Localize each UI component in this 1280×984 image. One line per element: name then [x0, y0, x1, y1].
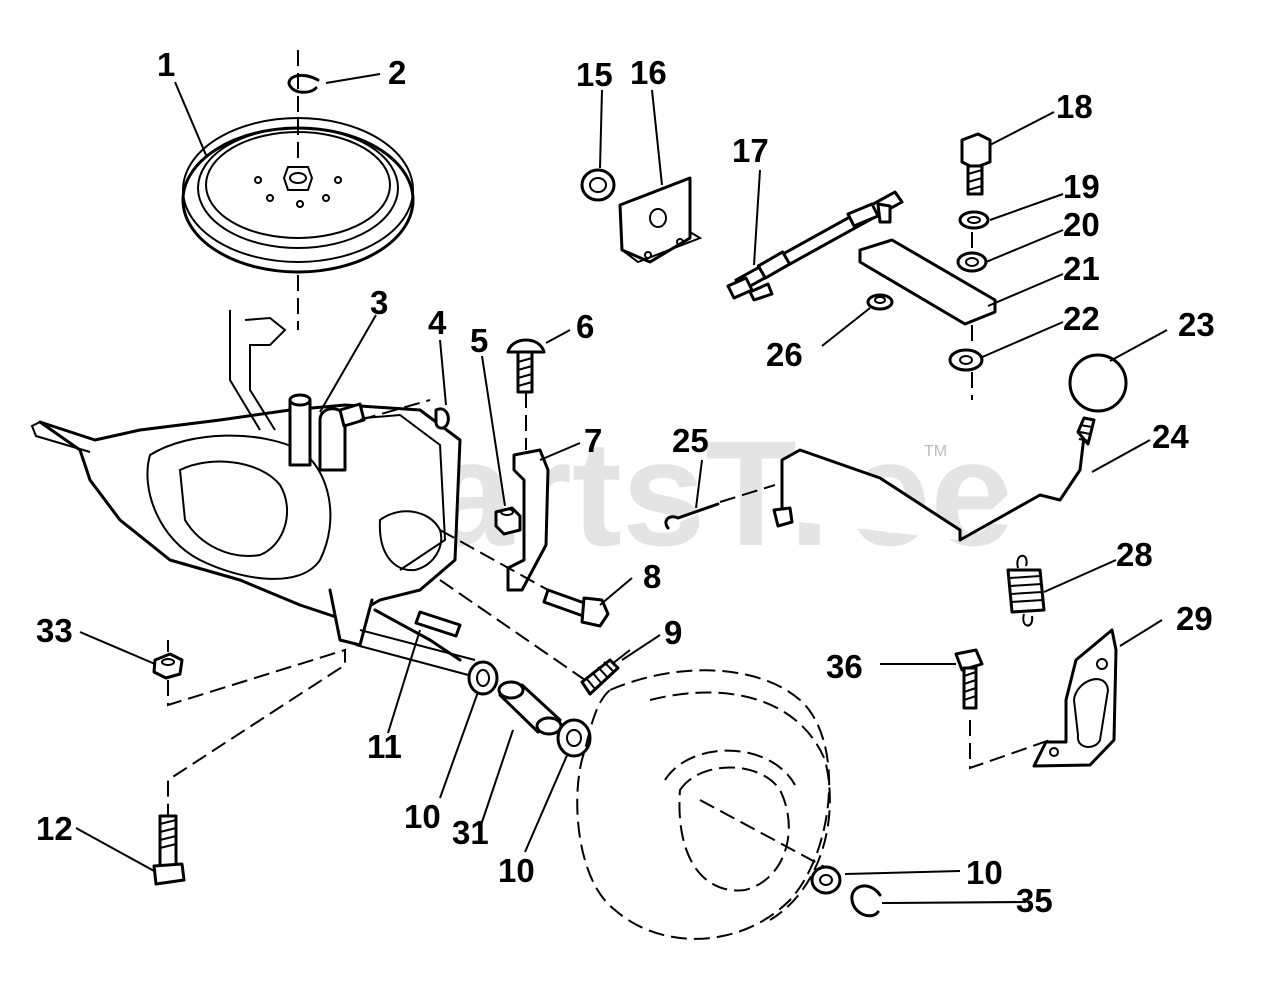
watermark-trademark: TM	[924, 443, 947, 460]
part-washer-10b[interactable]	[556, 718, 592, 758]
callout-31: 31	[452, 814, 489, 851]
part-rod-assembly-17[interactable]	[726, 190, 904, 302]
callout-15: 15	[576, 56, 613, 93]
callout-5: 5	[470, 322, 488, 359]
part-transaxle[interactable]	[30, 310, 462, 662]
callout-28: 28	[1116, 536, 1153, 573]
leader-lines	[75, 73, 1168, 904]
part-rear-tire[interactable]	[576, 669, 831, 940]
callout-2: 2	[388, 54, 406, 91]
callout-10c: 10	[966, 854, 1003, 891]
callout-6: 6	[576, 308, 594, 345]
callout-22: 22	[1063, 300, 1100, 337]
part-nut-5[interactable]	[494, 506, 522, 536]
part-e-ring-top[interactable]	[287, 73, 320, 94]
callout-25: 25	[672, 422, 709, 459]
part-screw-36[interactable]	[954, 648, 984, 710]
part-bolt-8[interactable]	[542, 588, 610, 628]
part-key-4[interactable]	[434, 407, 450, 430]
callout-4: 4	[428, 304, 447, 341]
callout-9: 9	[664, 614, 682, 651]
callout-16: 16	[630, 54, 667, 91]
callout-11: 11	[367, 728, 402, 765]
part-knob-23[interactable]	[1068, 353, 1128, 413]
callout-12: 12	[36, 810, 73, 847]
part-carriage-bolt-6[interactable]	[506, 338, 546, 394]
callout-17: 17	[732, 132, 769, 169]
callout-21: 21	[1063, 250, 1100, 287]
callout-35: 35	[1016, 882, 1053, 919]
callout-labels: 1 2 3 4 5 6 7 8 9 10 10 10 11 12 15 16 1…	[36, 46, 1215, 919]
part-lockwasher-19[interactable]	[958, 210, 990, 230]
callout-20: 20	[1063, 206, 1100, 243]
part-e-ring-35[interactable]	[850, 884, 882, 918]
callout-7: 7	[584, 422, 602, 459]
callout-19: 19	[1063, 168, 1100, 205]
part-washer-20[interactable]	[956, 251, 988, 273]
callout-23: 23	[1178, 306, 1215, 343]
part-washer-15[interactable]	[580, 168, 616, 202]
callout-1: 1	[157, 46, 175, 83]
callout-33: 33	[36, 612, 73, 649]
part-key-11[interactable]	[414, 610, 462, 638]
part-nut-33[interactable]	[152, 652, 184, 680]
callout-18: 18	[1056, 88, 1093, 125]
part-washer-10a[interactable]	[467, 660, 499, 696]
callout-36: 36	[826, 648, 863, 685]
callout-26: 26	[766, 336, 803, 373]
part-bracket-16[interactable]	[618, 176, 703, 264]
part-bolt-12[interactable]	[152, 814, 186, 886]
part-bracket-7[interactable]	[506, 448, 550, 592]
callout-3: 3	[370, 284, 388, 321]
part-bracket-29[interactable]	[1032, 628, 1118, 768]
callout-8: 8	[643, 558, 661, 595]
callout-10b: 10	[498, 852, 535, 889]
part-bolt-18[interactable]	[960, 132, 992, 196]
part-pulley[interactable]	[181, 117, 415, 274]
part-washer-10c[interactable]	[810, 865, 842, 895]
part-washer-22[interactable]	[948, 348, 984, 372]
callout-29: 29	[1176, 600, 1213, 637]
part-plate-21[interactable]	[858, 238, 997, 326]
part-spacer-26[interactable]	[866, 293, 894, 311]
part-lever-rod-24[interactable]	[772, 416, 1096, 542]
callout-24: 24	[1152, 418, 1189, 455]
part-cotter-pin-25[interactable]	[664, 502, 720, 530]
part-spring-28[interactable]	[1006, 554, 1046, 627]
part-spacer-31[interactable]	[497, 680, 563, 736]
callout-10a: 10	[404, 798, 441, 835]
part-spring-9[interactable]	[580, 649, 631, 696]
